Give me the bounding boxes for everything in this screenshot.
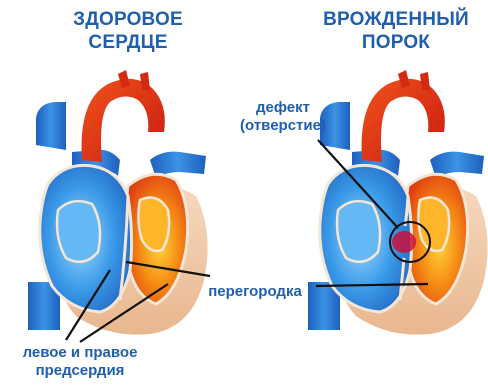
healthy-heart-icon — [28, 70, 208, 335]
atria-label-line2: предсердия — [0, 362, 160, 380]
healthy-title-line2: СЕРДЦЕ — [28, 31, 228, 54]
healthy-heart-title: ЗДОРОВОЕ СЕРДЦЕ — [28, 8, 228, 54]
atria-label-line1: левое и правое — [0, 344, 160, 362]
defect-label-line2: (отверстие) — [224, 117, 342, 135]
defect-hole-icon — [392, 231, 416, 253]
defect-label: дефект (отверстие) — [224, 99, 342, 135]
septum-label-text: перегородка — [196, 283, 314, 301]
defect-title-line2: ПОРОК — [296, 31, 488, 54]
septum-label: перегородка — [196, 283, 314, 301]
healthy-title-line1: ЗДОРОВОЕ — [28, 8, 228, 31]
defect-label-line1: дефект — [224, 99, 342, 117]
defect-title-line1: ВРОЖДЕННЫЙ — [296, 8, 488, 31]
congenital-defect-title: ВРОЖДЕННЫЙ ПОРОК — [296, 8, 488, 54]
atria-label: левое и правое предсердия — [0, 344, 160, 380]
